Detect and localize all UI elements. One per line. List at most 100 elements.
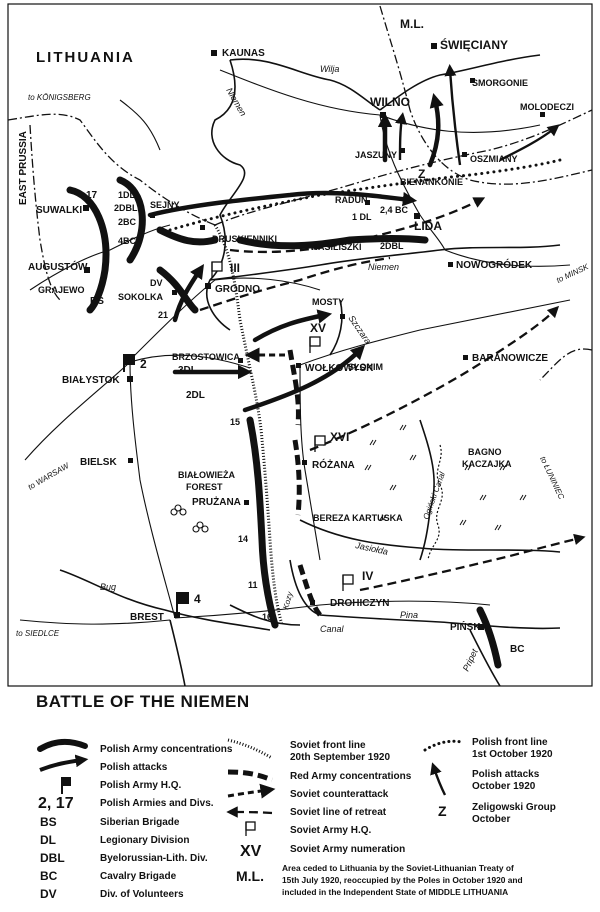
legend-note-line1: Area ceded to Lithuania by the Soviet-Li… [282, 863, 514, 873]
map-title: BATTLE OF THE NIEMEN [36, 692, 250, 711]
river-bug: Bug [100, 582, 116, 592]
legend-abbr-dl: DL [40, 833, 56, 847]
city-suwalki: SUWALKI [36, 205, 82, 216]
legend-symbol-polish-concentrations [37, 738, 88, 752]
city-kaczajka: KACZAJKA [462, 459, 512, 469]
legend-abbr-bc: BC [40, 869, 58, 883]
unit-21: 21 [158, 310, 168, 320]
legend-legionary: Legionary Division [100, 835, 189, 846]
city-bialowieza: BIAŁOWIEŻA [178, 470, 235, 480]
legend-red-concentrations: Red Army concentrations [290, 771, 412, 782]
legend-symbol-soviet-front [227, 738, 273, 760]
city-kaunas: KAUNAS [222, 48, 265, 59]
legend-cavalry: Cavalry Brigade [100, 871, 177, 882]
unit-soviet-3: III [230, 261, 240, 275]
city-wilno: WILNO [370, 95, 410, 109]
label-east-prussia: EAST PRUSSIA [18, 131, 29, 205]
river-wilja: Wilja [320, 64, 339, 74]
legend-symbol-polish-hq [61, 777, 71, 794]
unit-16: 16 [262, 612, 272, 622]
road-to-luniniec: to ŁUNINIEC [538, 455, 566, 501]
river-kozy: Kozy [281, 590, 295, 610]
unit-1dl-b: 1 DL [352, 212, 372, 222]
oginski-canal [427, 444, 443, 561]
legend-zeligowski-line2: October [472, 814, 510, 825]
legend-zeligowski-line1: Zeligowski Group [472, 802, 556, 813]
road-to-warsaw: to WARSAW [27, 460, 72, 491]
unit-army-4: 4 [194, 592, 201, 606]
unit-14: 14 [238, 534, 248, 544]
city-nowogrodek: NOWOGRÓDEK [456, 258, 533, 271]
legend-soviet-numeration: Soviet Army numeration [290, 844, 405, 855]
unit-2bc: 2BC [118, 217, 137, 227]
legend-polish-attacks-oct-line1: Polish attacks [472, 769, 540, 780]
legend-soviet-hq: Soviet Army H.Q. [290, 825, 372, 836]
city-drohiczyn: DROHICZYN [330, 598, 389, 609]
unit-2dl: 2DL [186, 390, 205, 401]
red-army-concentrations [287, 349, 323, 617]
city-forest: FOREST [186, 482, 223, 492]
city-wasiliszki: WASILISZKI [310, 242, 362, 252]
city-swieciany: ŚWIĘCIANY [440, 37, 508, 52]
legend-volunteers: Div. of Volunteers [100, 889, 184, 900]
unit-soviet-4: IV [362, 569, 373, 583]
legend-note-line2: 15th July 1920, reoccupied by the Poles … [282, 875, 523, 885]
legend-symbol-soviet-retreat [226, 806, 273, 818]
river-niemen-north: Niemen [224, 86, 248, 118]
city-mosty: MOSTY [312, 297, 344, 307]
unit-soviet-15: XV [310, 321, 326, 335]
legend-polish-attacks-oct-line2: October 1920 [472, 781, 536, 792]
unit-2-4bc: 2,4 BC [380, 205, 409, 215]
legend-polish-concentrations: Polish Army concentrations [100, 744, 233, 755]
label-middle-lithuania: M.L. [400, 17, 424, 31]
city-oszmiany: OSZMIANY [470, 154, 518, 164]
city-bagno: BAGNO [468, 447, 502, 457]
polish-front-line [168, 158, 562, 232]
legend-symbol-red-concentrations [227, 769, 273, 783]
city-rozana: RÓŻANA [312, 458, 355, 471]
legend-symbol-polish-attacks-oct [430, 762, 447, 796]
unit-soviet-16: XVI [330, 430, 349, 444]
city-grodno: GRODNO [215, 284, 260, 295]
legend-abbr-z: Z [438, 803, 447, 819]
city-slonim: SŁONIM [348, 362, 383, 372]
label-lithuania: LITHUANIA [36, 49, 135, 66]
unit-z: Z [418, 167, 425, 181]
legend: Polish Army concentrations Polish attack… [37, 737, 556, 901]
city-bialystok: BIAŁYSTOK [62, 375, 120, 386]
legend-abbr-armies: 2, 17 [38, 795, 74, 812]
legend-symbol-polish-front [423, 739, 464, 752]
city-wolkowysk: WOŁKOWYSK [305, 363, 374, 374]
legend-symbol-soviet-counterattack [227, 783, 276, 799]
legend-abbr-bs: BS [40, 815, 57, 829]
legend-byelorussian: Byelorussian-Lith. Div. [100, 853, 208, 864]
river-jasiolda: Jasiołda [354, 540, 389, 557]
unit-army-2: 2 [140, 357, 147, 371]
polish-hq-flags [123, 354, 189, 612]
road-to-siedlce: to SIEDLCE [16, 629, 60, 638]
polish-concentrations [66, 176, 502, 669]
city-smorgonie: SMORGONIE [472, 78, 528, 88]
legend-soviet-retreat: Soviet line of retreat [290, 807, 387, 818]
polish-attacks-october [395, 64, 560, 166]
river-canal: Canal [320, 624, 345, 634]
city-brest: BREST [130, 612, 164, 623]
legend-soviet-counterattack: Soviet counterattack [290, 789, 389, 800]
legend-polish-front-line2: 1st October 1920 [472, 749, 553, 760]
city-bielsk: BIELSK [80, 457, 117, 468]
unit-bc: BC [510, 644, 524, 655]
city-bereza: BEREZA KARTUSKA [313, 513, 403, 523]
legend-soviet-front-line2: 20th September 1920 [290, 752, 390, 763]
polish-attacks [147, 93, 444, 413]
unit-17: 17 [86, 190, 98, 201]
unit-4bc: 4BC [118, 236, 137, 246]
unit-bs: BS [90, 296, 104, 307]
unit-1dl: 1DL [118, 190, 136, 200]
legend-soviet-front-line1: Soviet front line [290, 740, 366, 751]
river-niemen-mid: Niemen [368, 262, 399, 272]
marsh-symbols [364, 424, 527, 531]
legend-note-line3: included in the Independent State of MID… [282, 887, 508, 897]
city-sokolka: SOKOLKA [118, 292, 164, 302]
legend-siberian: Siberian Brigade [100, 817, 180, 828]
